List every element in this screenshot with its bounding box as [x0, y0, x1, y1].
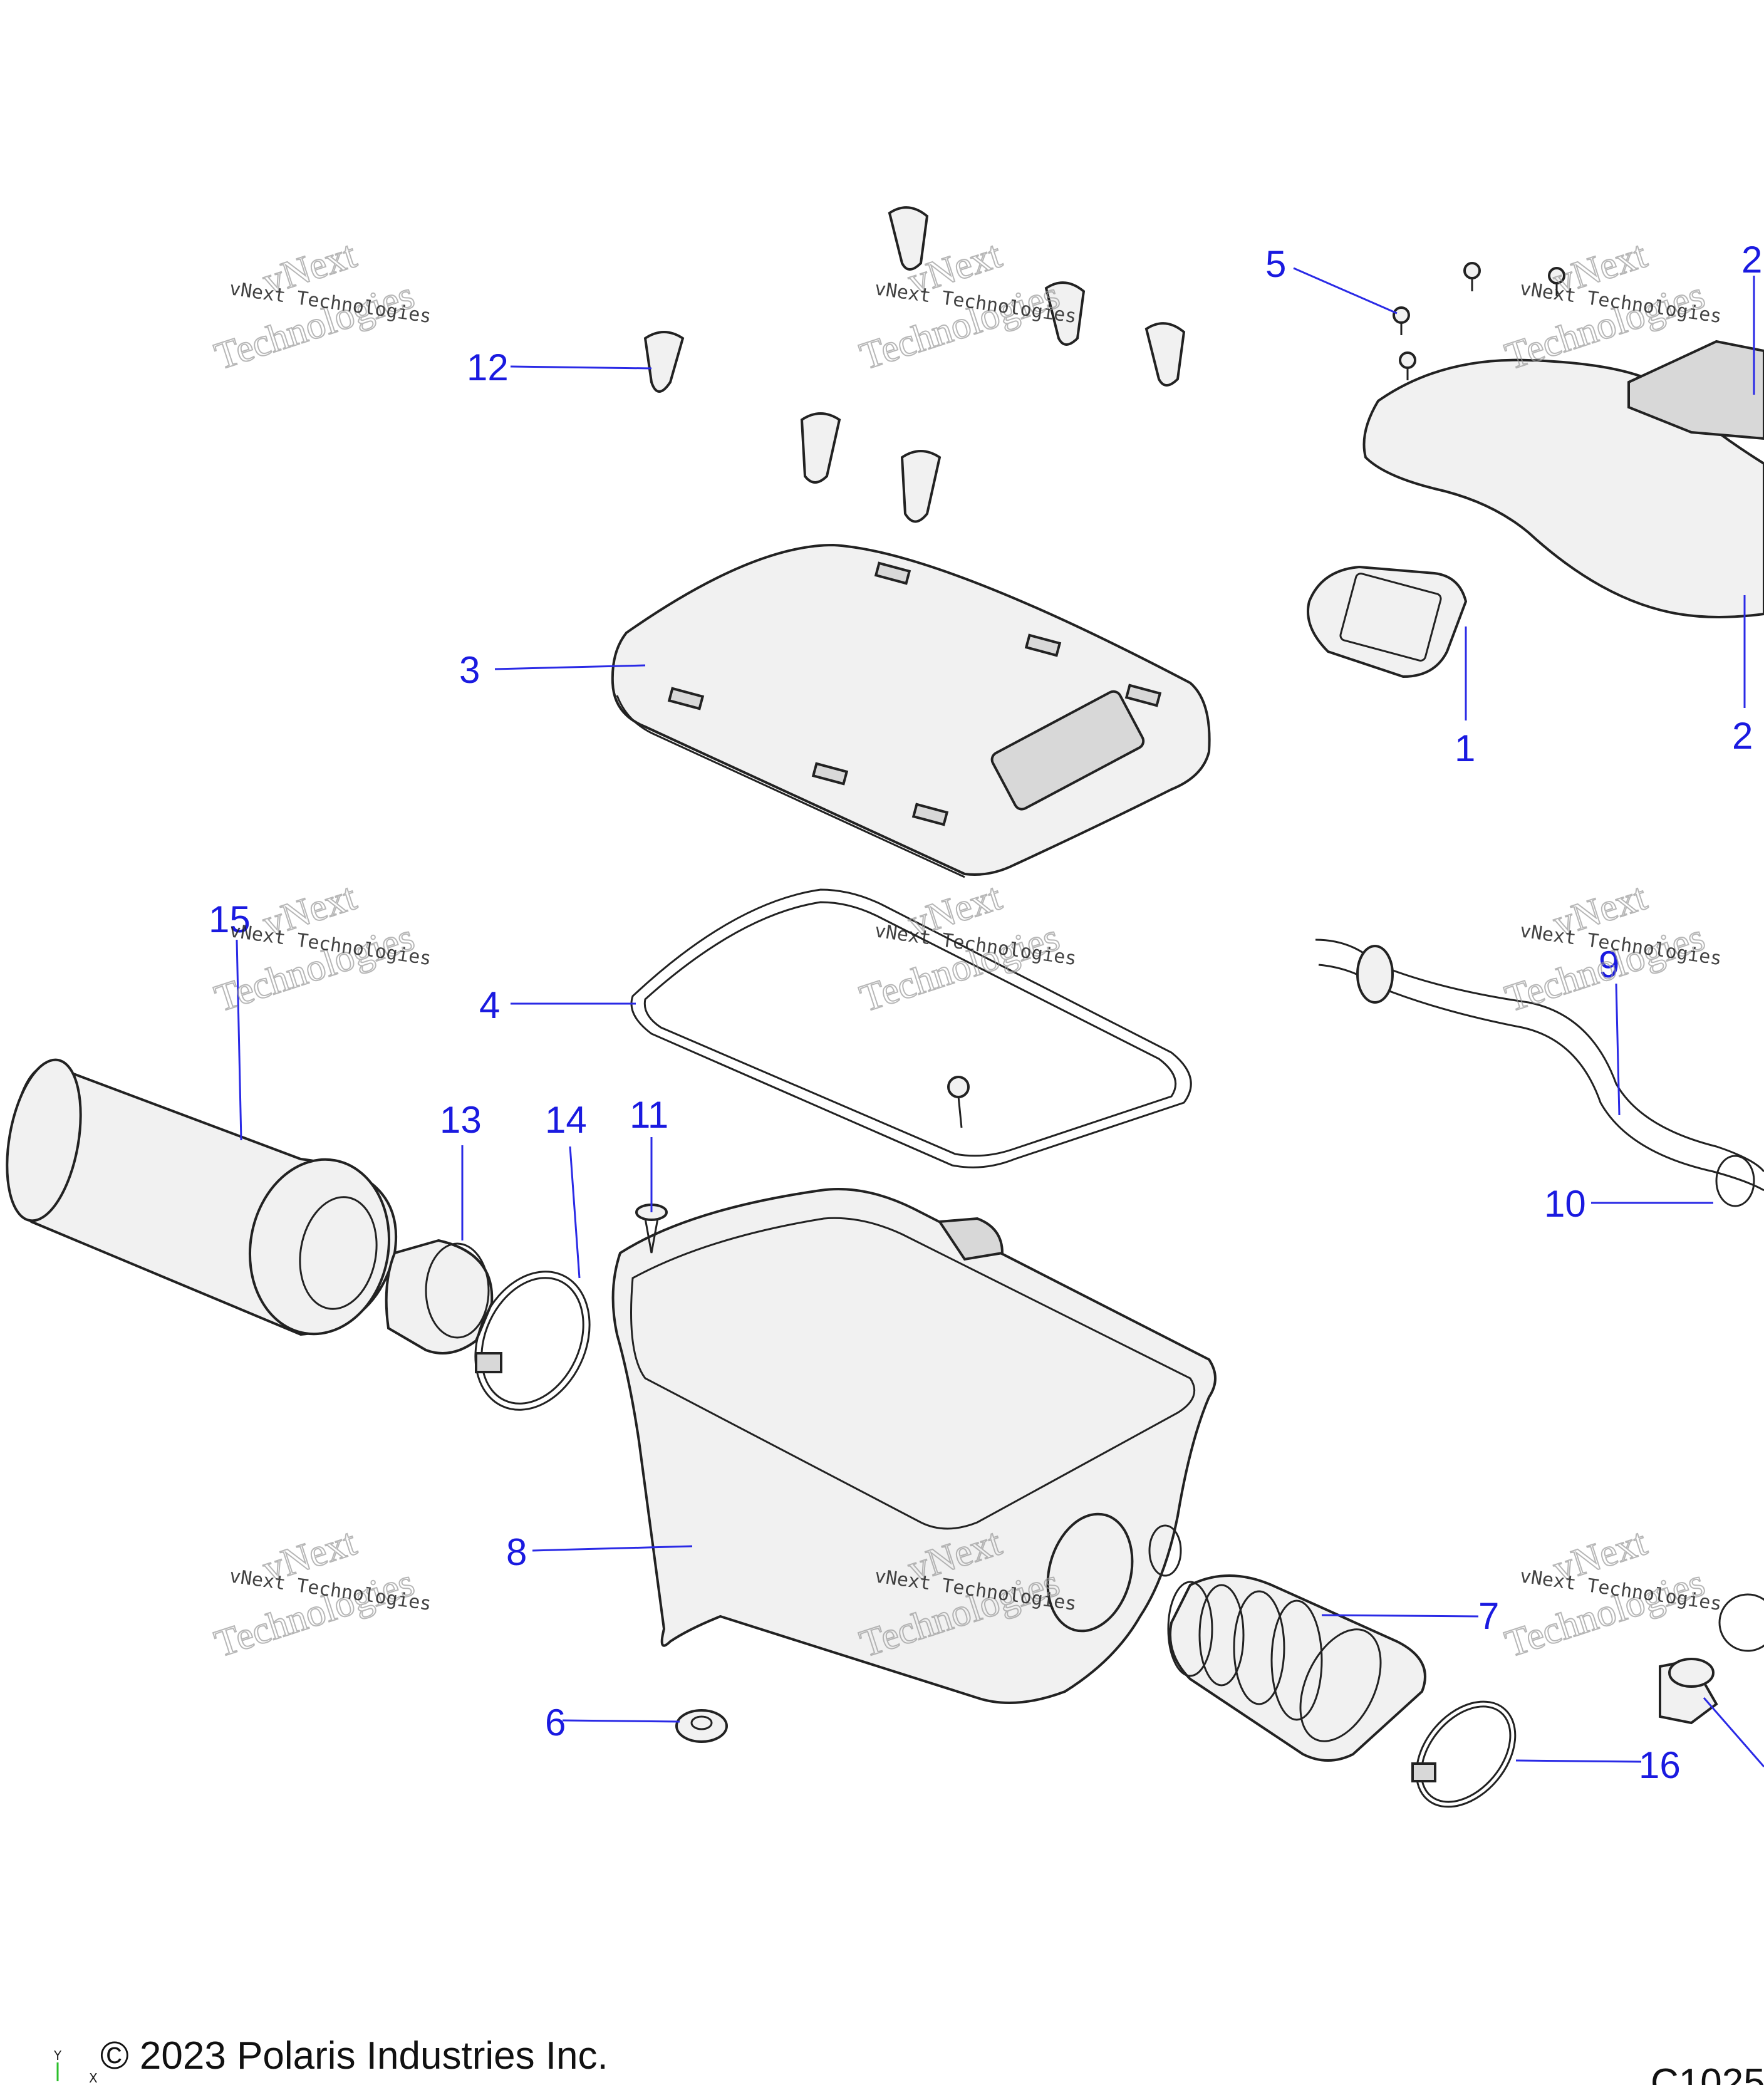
clip-parts [643, 206, 1186, 523]
callout-7: 7 [1478, 1595, 1499, 1637]
svg-text:Y: Y [53, 2048, 62, 2063]
air-box [611, 1188, 1217, 1704]
callout-2-bottom: 2 [1732, 715, 1753, 757]
watermark: vNext Technologies vNext Technologies [1500, 1520, 1723, 1666]
breather-hose [1315, 939, 1764, 1207]
axis-triad-icon: Y X [53, 2048, 98, 2085]
hose-clamp-right [1411, 1700, 1517, 1808]
gasket [630, 888, 1192, 1168]
watermark: vNext Technologies vNext Technologies [209, 875, 433, 1021]
callout-13: 13 [440, 1099, 482, 1141]
callout-5: 5 [1265, 243, 1286, 285]
callout-2-top: 2 [1741, 239, 1762, 281]
grommet [675, 1709, 728, 1743]
hose-clamp-left [474, 1271, 591, 1411]
callout-3: 3 [459, 649, 480, 691]
leader-lines [236, 267, 1764, 1767]
svg-text:X: X [89, 2071, 98, 2085]
coupler-ring [385, 1239, 494, 1354]
callout-11: 11 [630, 1094, 668, 1136]
watermark: vNext Technologies vNext Technologies [854, 875, 1078, 1021]
drawing-code: C1025 [1651, 2061, 1764, 2085]
watermark: vNext Technologies vNext Technologies [854, 232, 1078, 378]
callout-15: 15 [209, 898, 251, 940]
callout-10: 10 [1544, 1183, 1586, 1225]
callout-16: 16 [1639, 1744, 1681, 1786]
watermark: vNext Technologies vNext Technologies [209, 1520, 433, 1666]
callout-9: 9 [1599, 944, 1619, 985]
footer: Y X © 2023 Polaris Industries Inc. C1025 [53, 2034, 1764, 2085]
callout-8: 8 [506, 1531, 527, 1573]
callout-12: 12 [467, 346, 509, 388]
intake-boot [1167, 1574, 1426, 1762]
copyright-text: © 2023 Polaris Industries Inc. [100, 2034, 608, 2077]
callout-6: 6 [545, 1702, 566, 1744]
right-edge-parts [1659, 1593, 1764, 1725]
callout-labels: 1 2 2 3 4 5 6 7 8 9 10 11 12 13 14 15 16 [209, 239, 1762, 1786]
air-box-cover [611, 543, 1211, 878]
callout-1: 1 [1455, 727, 1475, 769]
callout-14: 14 [545, 1099, 587, 1141]
callout-4: 4 [479, 984, 500, 1026]
watermark: vNext Technologies vNext Technologies [1500, 875, 1723, 1021]
watermark: vNext Technologies vNext Technologies [209, 232, 433, 378]
screws [1393, 262, 1565, 380]
intake-duct [1307, 340, 1764, 679]
air-filter [6, 1058, 398, 1336]
